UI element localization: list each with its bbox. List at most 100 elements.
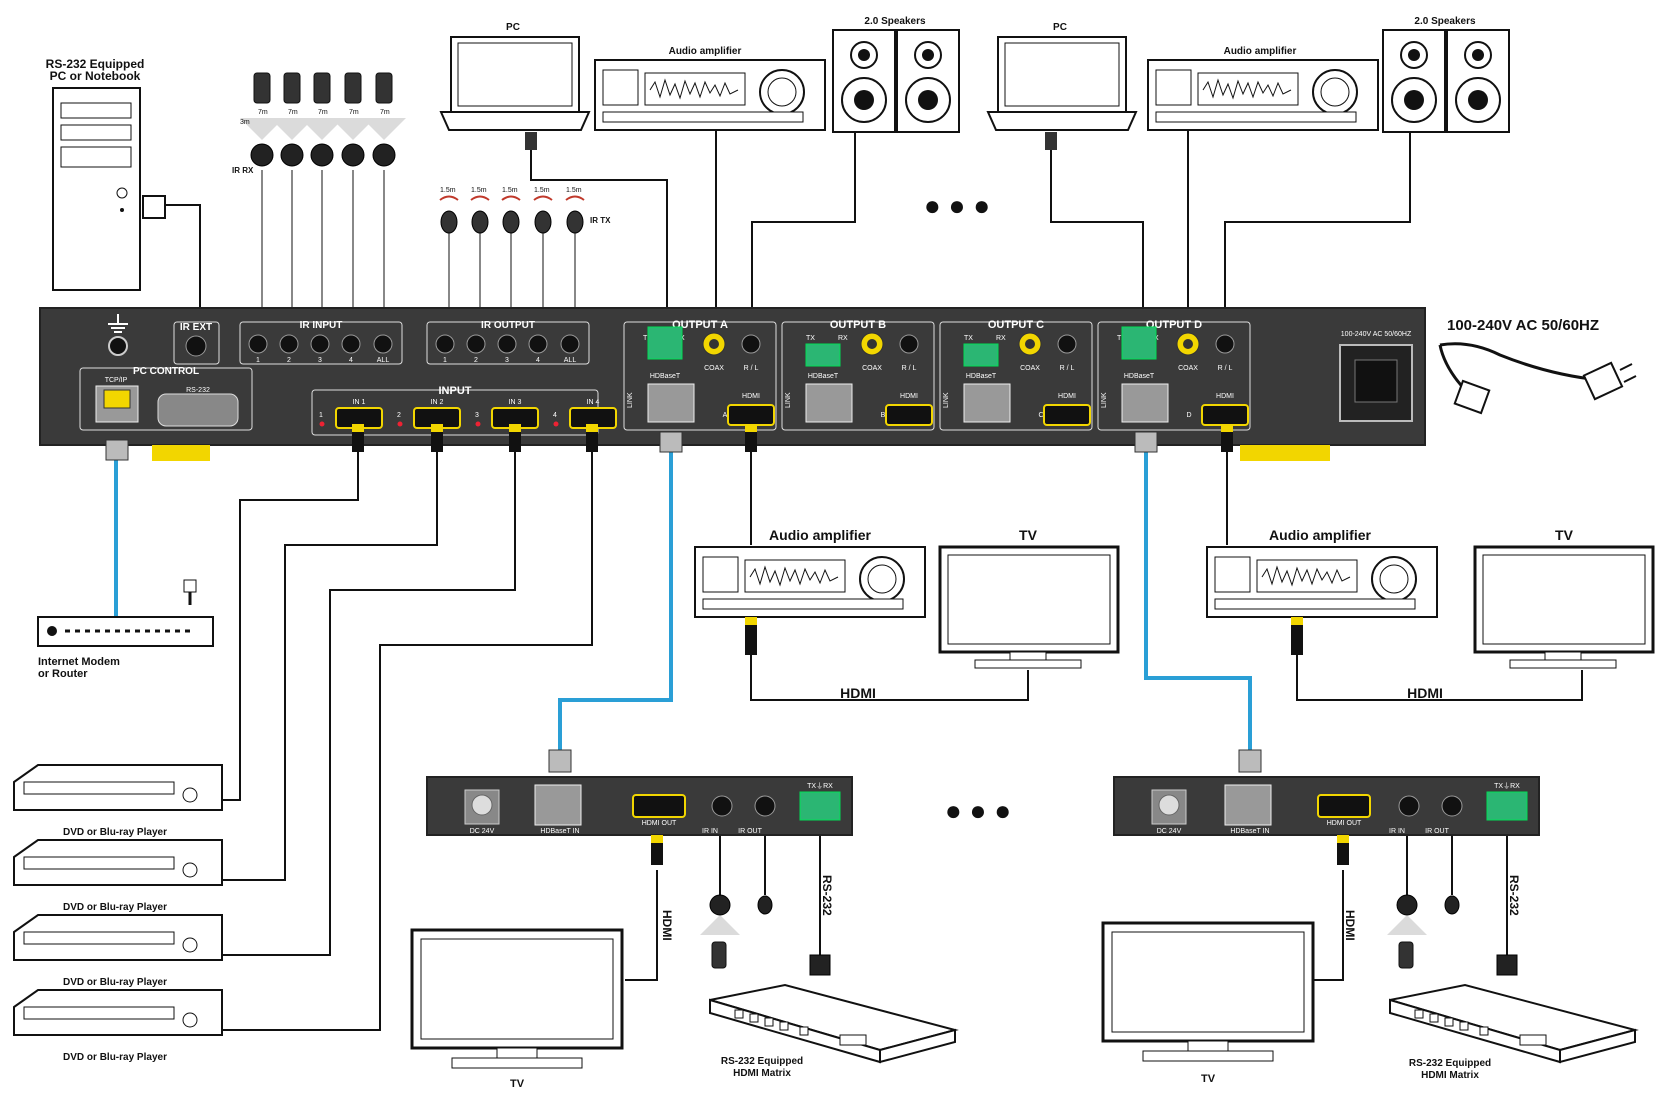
svg-text:DC 24V: DC 24V [1157, 828, 1182, 835]
svg-text:HDMI OUT: HDMI OUT [642, 820, 677, 827]
svg-text:COAX: COAX [1020, 365, 1040, 372]
hdmi-label: HDMI [1407, 685, 1443, 701]
svg-text:HDBaseT: HDBaseT [966, 373, 997, 380]
svg-text:TV: TV [510, 1078, 525, 1090]
svg-text:TX: TX [964, 335, 973, 342]
ir-output-label: IR OUTPUT [481, 320, 535, 331]
hdmi-vertical-label: HDMI [1343, 910, 1357, 941]
svg-text:OUTPUT C: OUTPUT C [988, 319, 1044, 331]
coax-port [867, 339, 877, 349]
ir-output-port [497, 334, 517, 354]
ir-in-port [711, 795, 733, 817]
rs232-vertical-label: RS-232 [820, 875, 834, 916]
svg-text:IN 2: IN 2 [431, 399, 444, 406]
dvd-player: DVD or Blu-ray Player [13, 764, 223, 838]
ir-out-port [1441, 795, 1463, 817]
svg-text:RX: RX [996, 335, 1006, 342]
svg-text:TV: TV [1201, 1073, 1216, 1085]
svg-text:3: 3 [318, 357, 322, 364]
svg-text:LINK: LINK [943, 392, 950, 408]
ir-input-label: IR INPUT [300, 320, 343, 331]
svg-text:R / L: R / L [1218, 365, 1233, 372]
coax-port [1183, 339, 1193, 349]
svg-text:2: 2 [397, 412, 401, 419]
input-label: INPUT [439, 385, 472, 397]
svg-text:RX: RX [838, 335, 848, 342]
svg-text:3m: 3m [240, 119, 250, 126]
svg-text:TX: TX [806, 335, 815, 342]
rs232-terminal [647, 326, 683, 360]
svg-text:TCP/IP: TCP/IP [105, 377, 128, 384]
svg-text:HDMI: HDMI [742, 393, 760, 400]
hdbaset-port [647, 383, 695, 423]
rs232-hdmi-matrix-2: RS-232 Equipped HDMI Matrix [1389, 983, 1639, 1081]
svg-text:IR IN: IR IN [1389, 828, 1405, 835]
hdbaset-in-port [1224, 784, 1272, 826]
svg-text:HDBaseT: HDBaseT [650, 373, 681, 380]
tv-bottom-1: TV [410, 928, 624, 1090]
ir-receivers: 3m 7m 7m 7m 7m 7m IR RX [232, 72, 406, 175]
db9-connector-icon [142, 195, 166, 219]
rs232-hdmi-matrix-1: RS-232 Equipped HDMI Matrix [709, 983, 959, 1079]
svg-text:TX⏚RX: TX⏚RX [807, 782, 833, 790]
audio-amp-top-2: Audio amplifier [1147, 46, 1379, 131]
svg-text:OUTPUT A: OUTPUT A [672, 319, 728, 331]
svg-text:COAX: COAX [1178, 365, 1198, 372]
rs232-terminal [1121, 326, 1157, 360]
rs232-vertical-label: RS-232 [1507, 875, 1521, 916]
ellipsis-top: ● ● ● [924, 190, 990, 221]
ir-input-port [310, 334, 330, 354]
svg-text:R / L: R / L [902, 365, 917, 372]
svg-text:OUTPUT D: OUTPUT D [1146, 319, 1202, 331]
svg-text:HDMI Matrix: HDMI Matrix [1421, 1070, 1479, 1081]
svg-text:7m: 7m [258, 109, 268, 116]
ir-remote-icon [711, 941, 727, 969]
hdmi-output-port [1043, 404, 1091, 426]
ir-input-port [373, 334, 393, 354]
ir-eye-icon [341, 143, 365, 167]
ir-output-port [528, 334, 548, 354]
ir-remote-icon [253, 72, 271, 104]
svg-text:HDBaseT IN: HDBaseT IN [1230, 828, 1269, 835]
audio-amp-top-1: Audio amplifier [594, 46, 826, 131]
ground-icon [108, 314, 128, 333]
hdbaset-port [963, 383, 1011, 423]
svg-text:COAX: COAX [862, 365, 882, 372]
pc-control-label: PC CONTROL [133, 366, 199, 377]
svg-text:RS-232 Equipped: RS-232 Equipped [1409, 1058, 1491, 1069]
ir-eye-icon [280, 143, 304, 167]
hdbaset-in-port [534, 784, 582, 826]
ground-screw [108, 336, 128, 356]
svg-text:HDMI Matrix: HDMI Matrix [733, 1068, 791, 1079]
hdmi-output-port [727, 404, 775, 426]
ir-output-port [560, 334, 580, 354]
svg-text:1.5m: 1.5m [502, 187, 518, 194]
ir-emitters: 1.5m 1.5m 1.5m 1.5m 1.5m IR TX [439, 187, 611, 234]
rs232-terminal [799, 791, 841, 821]
svg-text:LINK: LINK [627, 392, 634, 408]
svg-text:DVD or Blu-ray Player: DVD or Blu-ray Player [63, 1052, 167, 1063]
ir-remote-icon [1398, 941, 1414, 969]
ir-remote-icon [375, 72, 393, 104]
svg-text:RS-232: RS-232 [186, 387, 210, 394]
svg-text:RS-232 Equipped: RS-232 Equipped [721, 1056, 803, 1067]
ir-ext-port [185, 335, 207, 357]
ir-output-port [466, 334, 486, 354]
svg-text:IR OUT: IR OUT [738, 828, 762, 835]
svg-text:PC: PC [506, 22, 520, 33]
svg-text:4: 4 [553, 412, 557, 419]
hdmi-out-port [632, 794, 686, 818]
ir-emitter-icon [440, 210, 458, 234]
ir-rx-label: IR RX [232, 166, 254, 175]
rs232-terminal [963, 343, 999, 367]
svg-text:4: 4 [536, 357, 540, 364]
dvd-player: DVD or Blu-ray Player [13, 914, 223, 988]
svg-text:IN 1: IN 1 [353, 399, 366, 406]
ir-output-port [435, 334, 455, 354]
ir-in-port [1398, 795, 1420, 817]
speakers-1: 2.0 Speakers [832, 16, 960, 133]
coax-port [1025, 339, 1035, 349]
